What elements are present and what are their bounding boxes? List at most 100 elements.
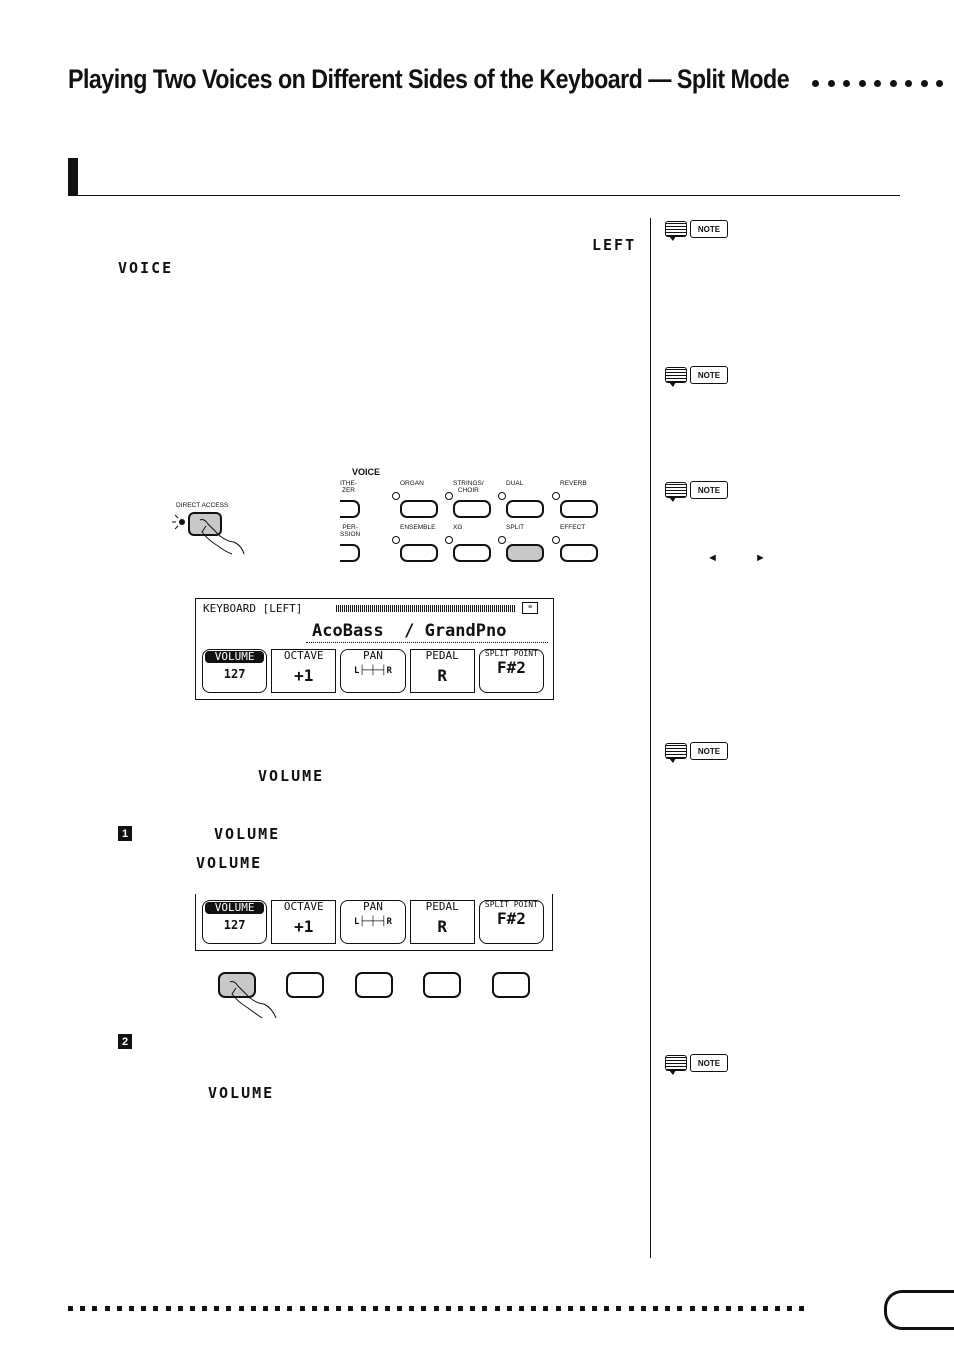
voice-button-label: PER- SSION — [340, 524, 361, 538]
lcd-tab-label: PAN — [363, 900, 383, 913]
note-3: NOTE — [665, 481, 728, 502]
voice-button[interactable] — [560, 544, 598, 562]
voice-button[interactable] — [506, 544, 544, 562]
lcd-tab-value: 127 — [223, 667, 246, 681]
voice-button[interactable] — [400, 500, 438, 518]
column-divider — [650, 218, 651, 1258]
volume-word: VOLUME — [258, 767, 325, 785]
lcd-tab: OCTAVE +1 — [271, 900, 337, 944]
arrow-left-icon: ◄ — [707, 552, 718, 564]
voice-button-label: EFFECT — [560, 524, 586, 531]
lcd-tab-label: VOLUME — [205, 651, 265, 663]
lcd-tab: PEDAL R — [409, 900, 475, 944]
voice-group-label: VOICE — [352, 467, 381, 477]
page-tab — [884, 1290, 954, 1330]
note-1: NOTE — [665, 220, 728, 241]
lcd-dotted-line — [306, 642, 548, 643]
voice-button[interactable] — [453, 544, 491, 562]
lcd-tab: OCTAVE+1 — [271, 649, 337, 693]
note-icon — [665, 743, 687, 763]
hand-pointer-icon — [199, 519, 245, 555]
step1-volume-word: VOLUME — [214, 825, 281, 843]
step1-volume-word-2: VOLUME — [196, 854, 263, 872]
note-label: NOTE — [690, 481, 728, 499]
voice-button-word: VOICE — [118, 259, 174, 277]
step-number-1: 1 — [118, 826, 132, 841]
left-button-word: LEFT — [592, 236, 637, 254]
lcd-tab: PAN L├─┼─┤R — [340, 900, 406, 944]
voice-button-label: ITHE- ZER — [340, 480, 357, 494]
lcd-button-4[interactable] — [423, 972, 461, 998]
footer-dots — [68, 1306, 805, 1311]
lcd-tab-label: VOLUME — [205, 902, 265, 914]
note-label: NOTE — [690, 366, 728, 384]
lcd-display-keyboard-left: KEYBOARD [LEFT] ≡ AcoBass / GrandPno VOL… — [195, 598, 554, 700]
lcd-tab: PEDAL R — [409, 649, 475, 693]
lcd-tab-label: OCTAVE — [283, 649, 324, 662]
arrow-right-icon: ► — [755, 552, 766, 564]
lcd-tab-value: +1 — [294, 917, 314, 936]
step-number-2: 2 — [118, 1034, 132, 1049]
note-2: NOTE — [665, 366, 728, 387]
lcd-button-3[interactable] — [355, 972, 393, 998]
led-icon — [392, 536, 400, 544]
lcd-page-icon: ≡ — [522, 602, 538, 614]
voice-button-label: ORGAN — [400, 480, 424, 487]
lcd-header: KEYBOARD [LEFT] — [203, 602, 303, 615]
step2-volume-word: VOLUME — [208, 1084, 275, 1102]
lcd-tab: VOLUME 127 — [202, 649, 268, 693]
lcd-tab-value: R — [437, 917, 447, 936]
lcd-tab-label: SPLIT POINT — [484, 649, 538, 658]
voice-button-label: ENSEMBLE — [400, 524, 436, 531]
voice-button[interactable] — [340, 500, 360, 518]
led-icon — [498, 536, 506, 544]
lcd-tab-label: OCTAVE — [283, 900, 324, 913]
voice-button[interactable] — [400, 544, 438, 562]
voice-button[interactable] — [453, 500, 491, 518]
lcd-tab-label: PEDAL — [425, 649, 459, 662]
lcd-tab-row: VOLUME 127 OCTAVE+1 PAN L├─┼─┤R PEDAL R SPLIT P… — [202, 649, 548, 695]
voice-button-label: XG — [453, 524, 463, 531]
led-lit-icon — [172, 514, 185, 530]
section-rule — [68, 195, 900, 196]
lcd-tab-label: PAN — [363, 649, 383, 662]
lcd-tab-value: F#2 — [496, 909, 526, 928]
section-bar — [68, 158, 78, 196]
lcd-tab-value: L├─┼─┤R — [354, 917, 392, 927]
lcd-tab-label: PEDAL — [425, 900, 459, 913]
lcd-tab-value: F#2 — [496, 658, 526, 677]
voice-button[interactable] — [560, 500, 598, 518]
voice-button-label: REVERB — [560, 480, 587, 487]
led-icon — [445, 536, 453, 544]
note-icon — [665, 1055, 687, 1075]
lcd-header-fill — [336, 605, 516, 612]
note-label: NOTE — [690, 742, 728, 760]
hand-pointer-icon — [229, 981, 277, 1019]
title-dots — [812, 80, 943, 87]
note-icon — [665, 221, 687, 241]
lcd-tab-value: R — [437, 666, 447, 685]
note-label: NOTE — [690, 220, 728, 238]
panel-illustration: VOICE DIRECT ACCESS ITHE- ZER ORGAN STRING… — [170, 462, 598, 582]
lcd-voice-names: AcoBass / GrandPno — [312, 621, 507, 641]
voice-button-label: SPLIT — [506, 524, 525, 531]
note-5: NOTE — [665, 1054, 728, 1075]
page-title: Playing Two Voices on Different Sides of… — [68, 64, 790, 94]
led-icon — [445, 492, 453, 500]
lcd-button-2[interactable] — [286, 972, 324, 998]
note-label: NOTE — [690, 1054, 728, 1072]
voice-button-label: STRINGS/ CHOIR — [453, 480, 484, 494]
lcd-button-5[interactable] — [492, 972, 530, 998]
voice-button[interactable] — [340, 544, 360, 562]
led-icon — [552, 536, 560, 544]
voice-button[interactable] — [506, 500, 544, 518]
led-icon — [498, 492, 506, 500]
direct-access-label: DIRECT ACCESS — [176, 502, 229, 509]
voice-button-label: DUAL — [506, 480, 524, 487]
lcd-tab-value: L├─┼─┤R — [354, 666, 392, 676]
